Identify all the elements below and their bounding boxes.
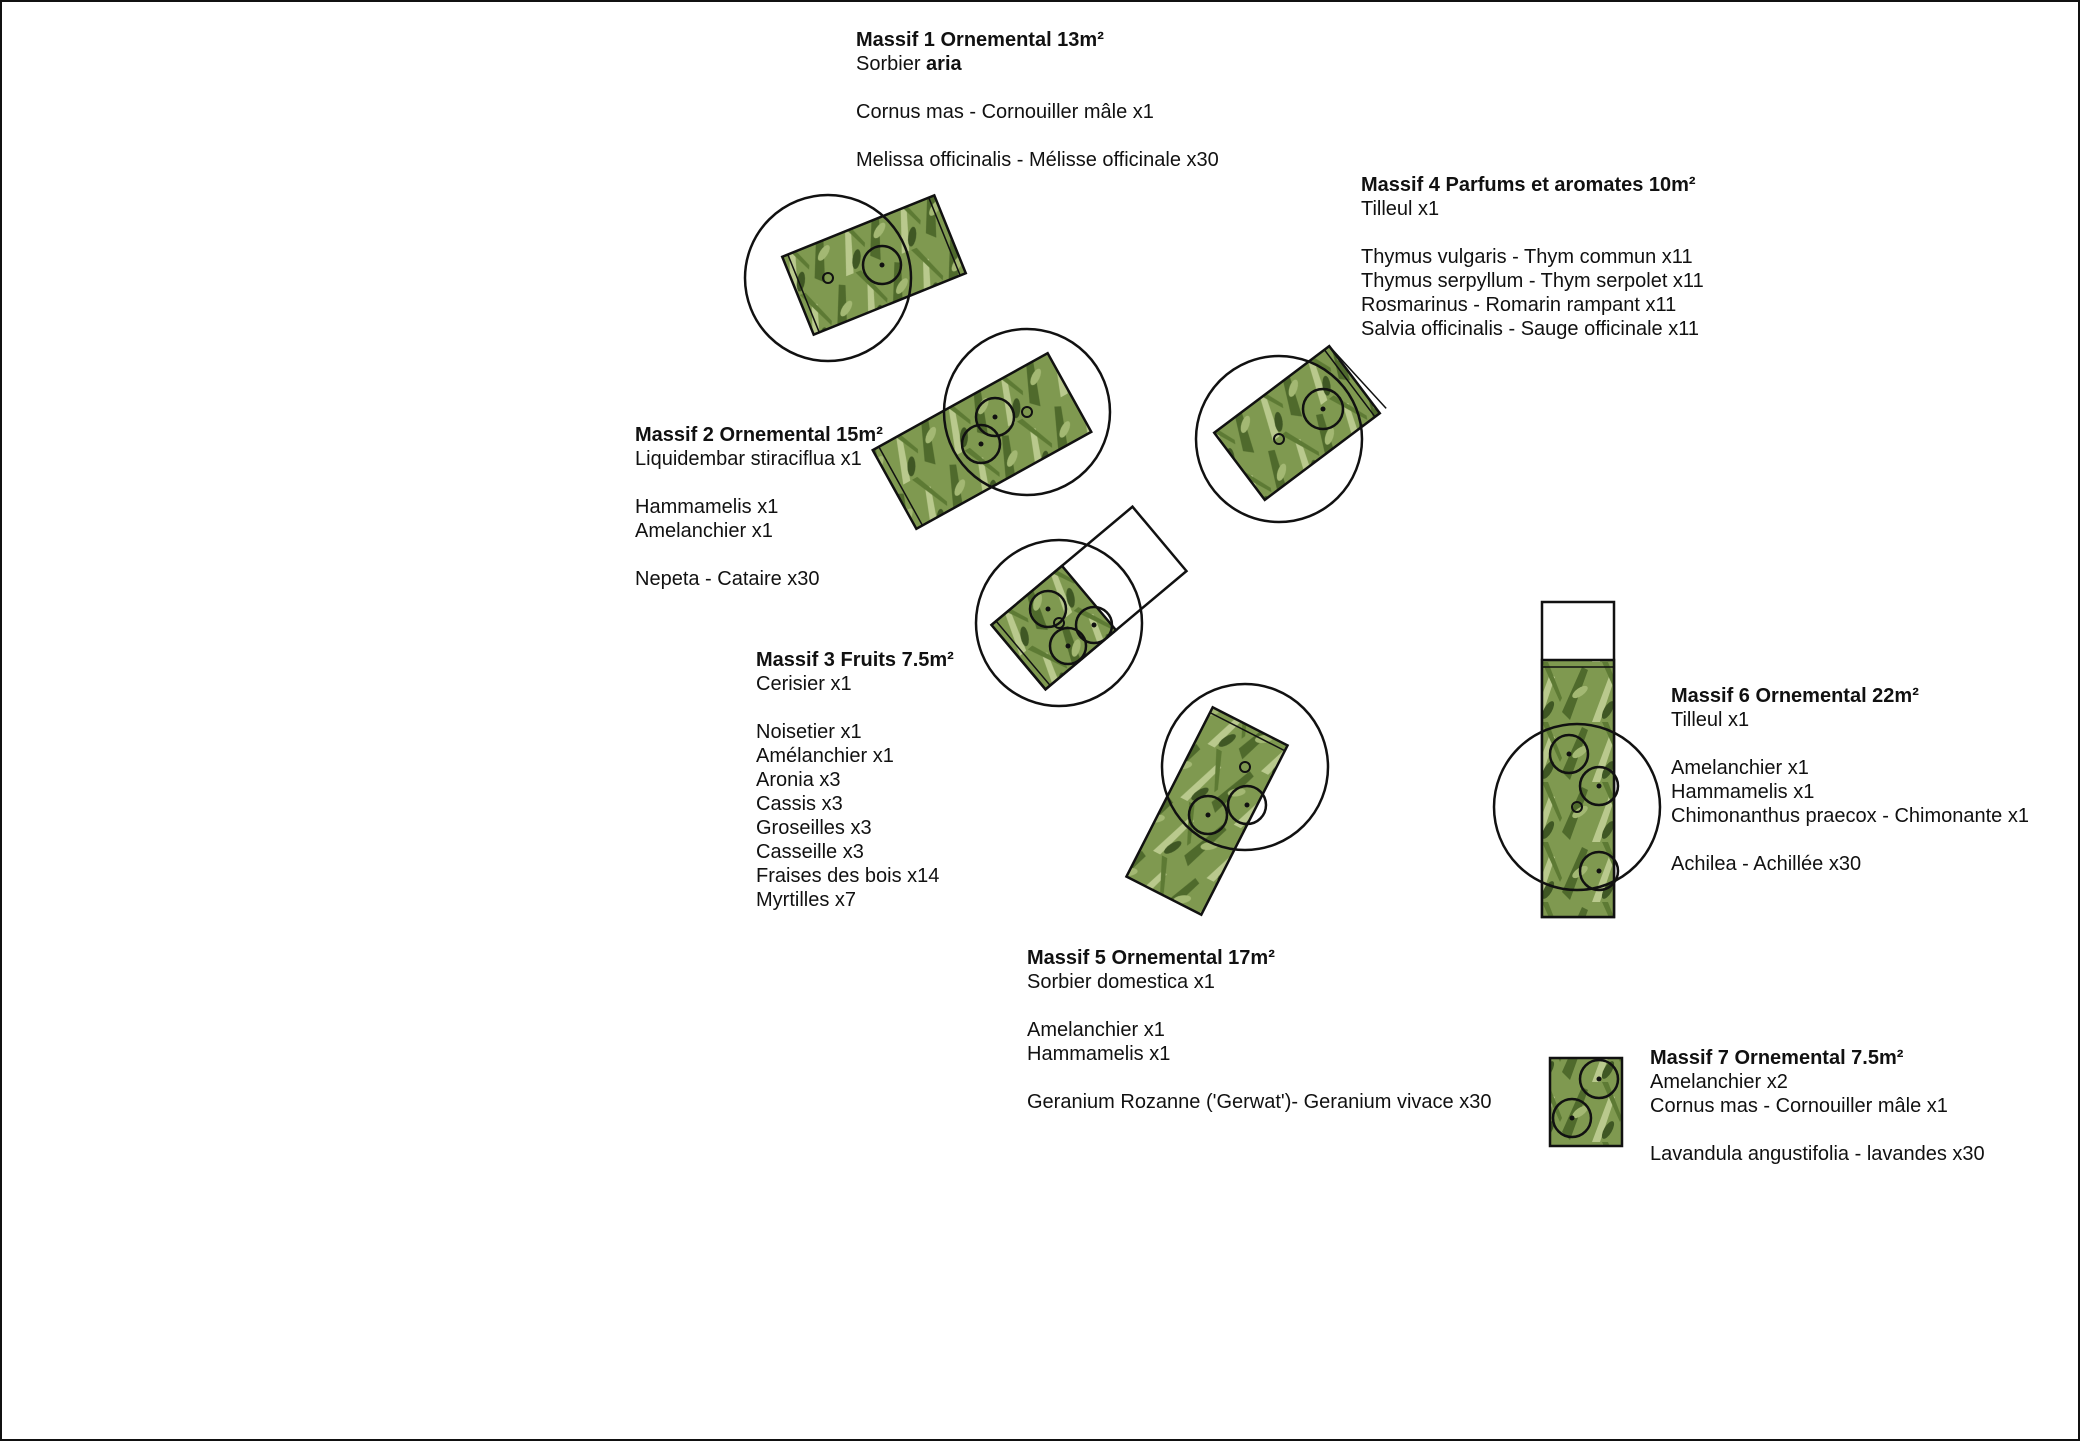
massif-2-line: Hammamelis x1 bbox=[635, 496, 779, 518]
massif-5-shrub-1 bbox=[1187, 794, 1229, 836]
massif-1-tree-trunk bbox=[822, 272, 834, 284]
massif-3-line: Amélanchier x1 bbox=[756, 745, 894, 767]
massif-6-line bbox=[1671, 828, 2029, 852]
massif-1-line bbox=[856, 124, 1219, 148]
massif-2-bed bbox=[871, 351, 1093, 531]
massif-1-tree: Sorbier aria bbox=[856, 53, 962, 75]
massif-5-label: Massif 5 Ornemental 17m² Sorbier domesti… bbox=[1027, 946, 1491, 1114]
massif-6-line: Chimonanthus praecox - Chimonante x1 bbox=[1671, 805, 2029, 827]
massif-3-line: Noisetier x1 bbox=[756, 721, 862, 743]
massif-2-bed-rect bbox=[871, 351, 1093, 531]
massif-5-tree-crown bbox=[1160, 682, 1330, 852]
massif-3-line: Casseille x3 bbox=[756, 841, 864, 863]
massif-3-shrub-3 bbox=[1048, 626, 1088, 666]
massif-2-line bbox=[635, 543, 883, 567]
massif-3-line: Cassis x3 bbox=[756, 793, 843, 815]
massif-1-label: Massif 1 Ornemental 13m² Sorbier aria Co… bbox=[856, 28, 1219, 172]
massif-4-tree-crown bbox=[1194, 354, 1364, 524]
massif-2-tree-crown bbox=[942, 327, 1112, 497]
massif-7-line: Lavandula angustifolia - lavandes x30 bbox=[1650, 1143, 1985, 1165]
massif-1-bed-rect bbox=[780, 193, 968, 337]
massif-6-shrub-1 bbox=[1548, 733, 1590, 775]
massif-4-shrub bbox=[1301, 387, 1345, 431]
massif-2-line: Amelanchier x1 bbox=[635, 520, 773, 542]
massif-2-line bbox=[635, 471, 883, 495]
massif-2-line: Liquidembar stiraciflua x1 bbox=[635, 448, 862, 470]
massif-5-line: Hammamelis x1 bbox=[1027, 1043, 1171, 1065]
massif-5-tree-trunk bbox=[1239, 761, 1251, 773]
massif-5-line bbox=[1027, 1066, 1491, 1090]
massif-3-tree-crown bbox=[974, 538, 1144, 708]
massif-6-line: Tilleul x1 bbox=[1671, 709, 1750, 731]
massif-7-label: Massif 7 Ornemental 7.5m² Amelanchier x2… bbox=[1650, 1046, 1985, 1166]
massif-7-shrub-1 bbox=[1578, 1058, 1620, 1100]
massif-6-line: Amelanchier x1 bbox=[1671, 757, 1809, 779]
massif-5-shrub-2 bbox=[1226, 784, 1268, 826]
massif-7-title: Massif 7 Ornemental 7.5m² bbox=[1650, 1047, 1904, 1069]
massif-2-title: Massif 2 Ornemental 15m² bbox=[635, 424, 883, 446]
massif-4-label: Massif 4 Parfums et aromates 10m² Tilleu… bbox=[1361, 173, 1704, 341]
massif-5-bed-rect bbox=[1124, 705, 1290, 917]
massif-3-line: Aronia x3 bbox=[756, 769, 841, 791]
massif-4-tree-trunk bbox=[1273, 433, 1285, 445]
massif-6-line: Achilea - Achillée x30 bbox=[1671, 853, 1862, 875]
massif-6-bed-planted bbox=[1540, 658, 1616, 919]
massif-3-title: Massif 3 Fruits 7.5m² bbox=[756, 649, 954, 671]
massif-2-tree-trunk bbox=[1021, 406, 1033, 418]
massif-5-line bbox=[1027, 994, 1491, 1018]
massif-1-bed bbox=[780, 193, 968, 337]
massif-6-tree-crown bbox=[1492, 722, 1662, 892]
massif-4-bed-rect bbox=[1212, 344, 1382, 502]
massif-4-line: Tilleul x1 bbox=[1361, 198, 1440, 220]
massif-6-title: Massif 6 Ornemental 22m² bbox=[1671, 685, 1919, 707]
massif-6-shrub-2 bbox=[1578, 765, 1620, 807]
massif-3-label: Massif 3 Fruits 7.5m² Cerisier x1 Noiset… bbox=[756, 648, 954, 912]
massif-1-tree-crown bbox=[743, 193, 913, 363]
massif-2-shrub-2 bbox=[960, 423, 1002, 465]
massif-5-title: Massif 5 Ornemental 17m² bbox=[1027, 947, 1275, 969]
massif-2-shrub-1 bbox=[974, 396, 1016, 438]
massif-1-title: Massif 1 Ornemental 13m² bbox=[856, 29, 1104, 51]
massif-1-line bbox=[856, 76, 1219, 100]
massif-5-bed bbox=[1124, 705, 1290, 917]
massif-5-line: Amelanchier x1 bbox=[1027, 1019, 1165, 1041]
massif-5-line: Geranium Rozanne ('Gerwat')- Geranium vi… bbox=[1027, 1091, 1492, 1113]
massif-4-title: Massif 4 Parfums et aromates 10m² bbox=[1361, 174, 1696, 196]
massif-1-shrub bbox=[861, 244, 903, 286]
massif-3-line: Groseilles x3 bbox=[756, 817, 872, 839]
massif-1-line: Cornus mas - Cornouiller mâle x1 bbox=[856, 101, 1154, 123]
massif-3-shrub-2 bbox=[1074, 605, 1114, 645]
massif-5-line: Sorbier domestica x1 bbox=[1027, 971, 1215, 993]
massif-7-line: Cornus mas - Cornouiller mâle x1 bbox=[1650, 1095, 1948, 1117]
massif-3-line: Fraises des bois x14 bbox=[756, 865, 940, 887]
massif-7-line bbox=[1650, 1118, 1985, 1142]
massif-3-line: Cerisier x1 bbox=[756, 673, 852, 695]
massif-3-line: Myrtilles x7 bbox=[756, 889, 857, 911]
massif-4-line: Salvia officinalis - Sauge officinale x1… bbox=[1361, 318, 1699, 340]
massif-3-line bbox=[756, 696, 954, 720]
massif-4-line: Rosmarinus - Romarin rampant x11 bbox=[1361, 294, 1677, 316]
massif-4-bed bbox=[1212, 344, 1387, 502]
massif-2-label: Massif 2 Ornemental 15m² Liquidembar sti… bbox=[635, 423, 883, 591]
massif-3-bed bbox=[989, 504, 1189, 692]
massif-4-line: Thymus serpyllum - Thym serpolet x11 bbox=[1361, 270, 1704, 292]
massif-3-tree-trunk bbox=[1053, 617, 1065, 629]
massif-4-line: Thymus vulgaris - Thym commun x11 bbox=[1361, 246, 1693, 268]
massif-2-line: Nepeta - Cataire x30 bbox=[635, 568, 820, 590]
massif-6-label: Massif 6 Ornemental 22m² Tilleul x1 Amel… bbox=[1671, 684, 2029, 876]
massif-6-tree-trunk bbox=[1571, 801, 1583, 813]
massif-6-shrub-3 bbox=[1578, 850, 1620, 892]
massif-3-shrub-1 bbox=[1028, 589, 1068, 629]
massif-7-shrub-2 bbox=[1551, 1097, 1593, 1139]
massif-6-line bbox=[1671, 732, 2029, 756]
massif-6-line: Hammamelis x1 bbox=[1671, 781, 1815, 803]
massif-1-line: Melissa officinalis - Mélisse officinale… bbox=[856, 149, 1219, 171]
massif-7-line: Amelanchier x2 bbox=[1650, 1071, 1788, 1093]
massif-4-line bbox=[1361, 221, 1704, 245]
